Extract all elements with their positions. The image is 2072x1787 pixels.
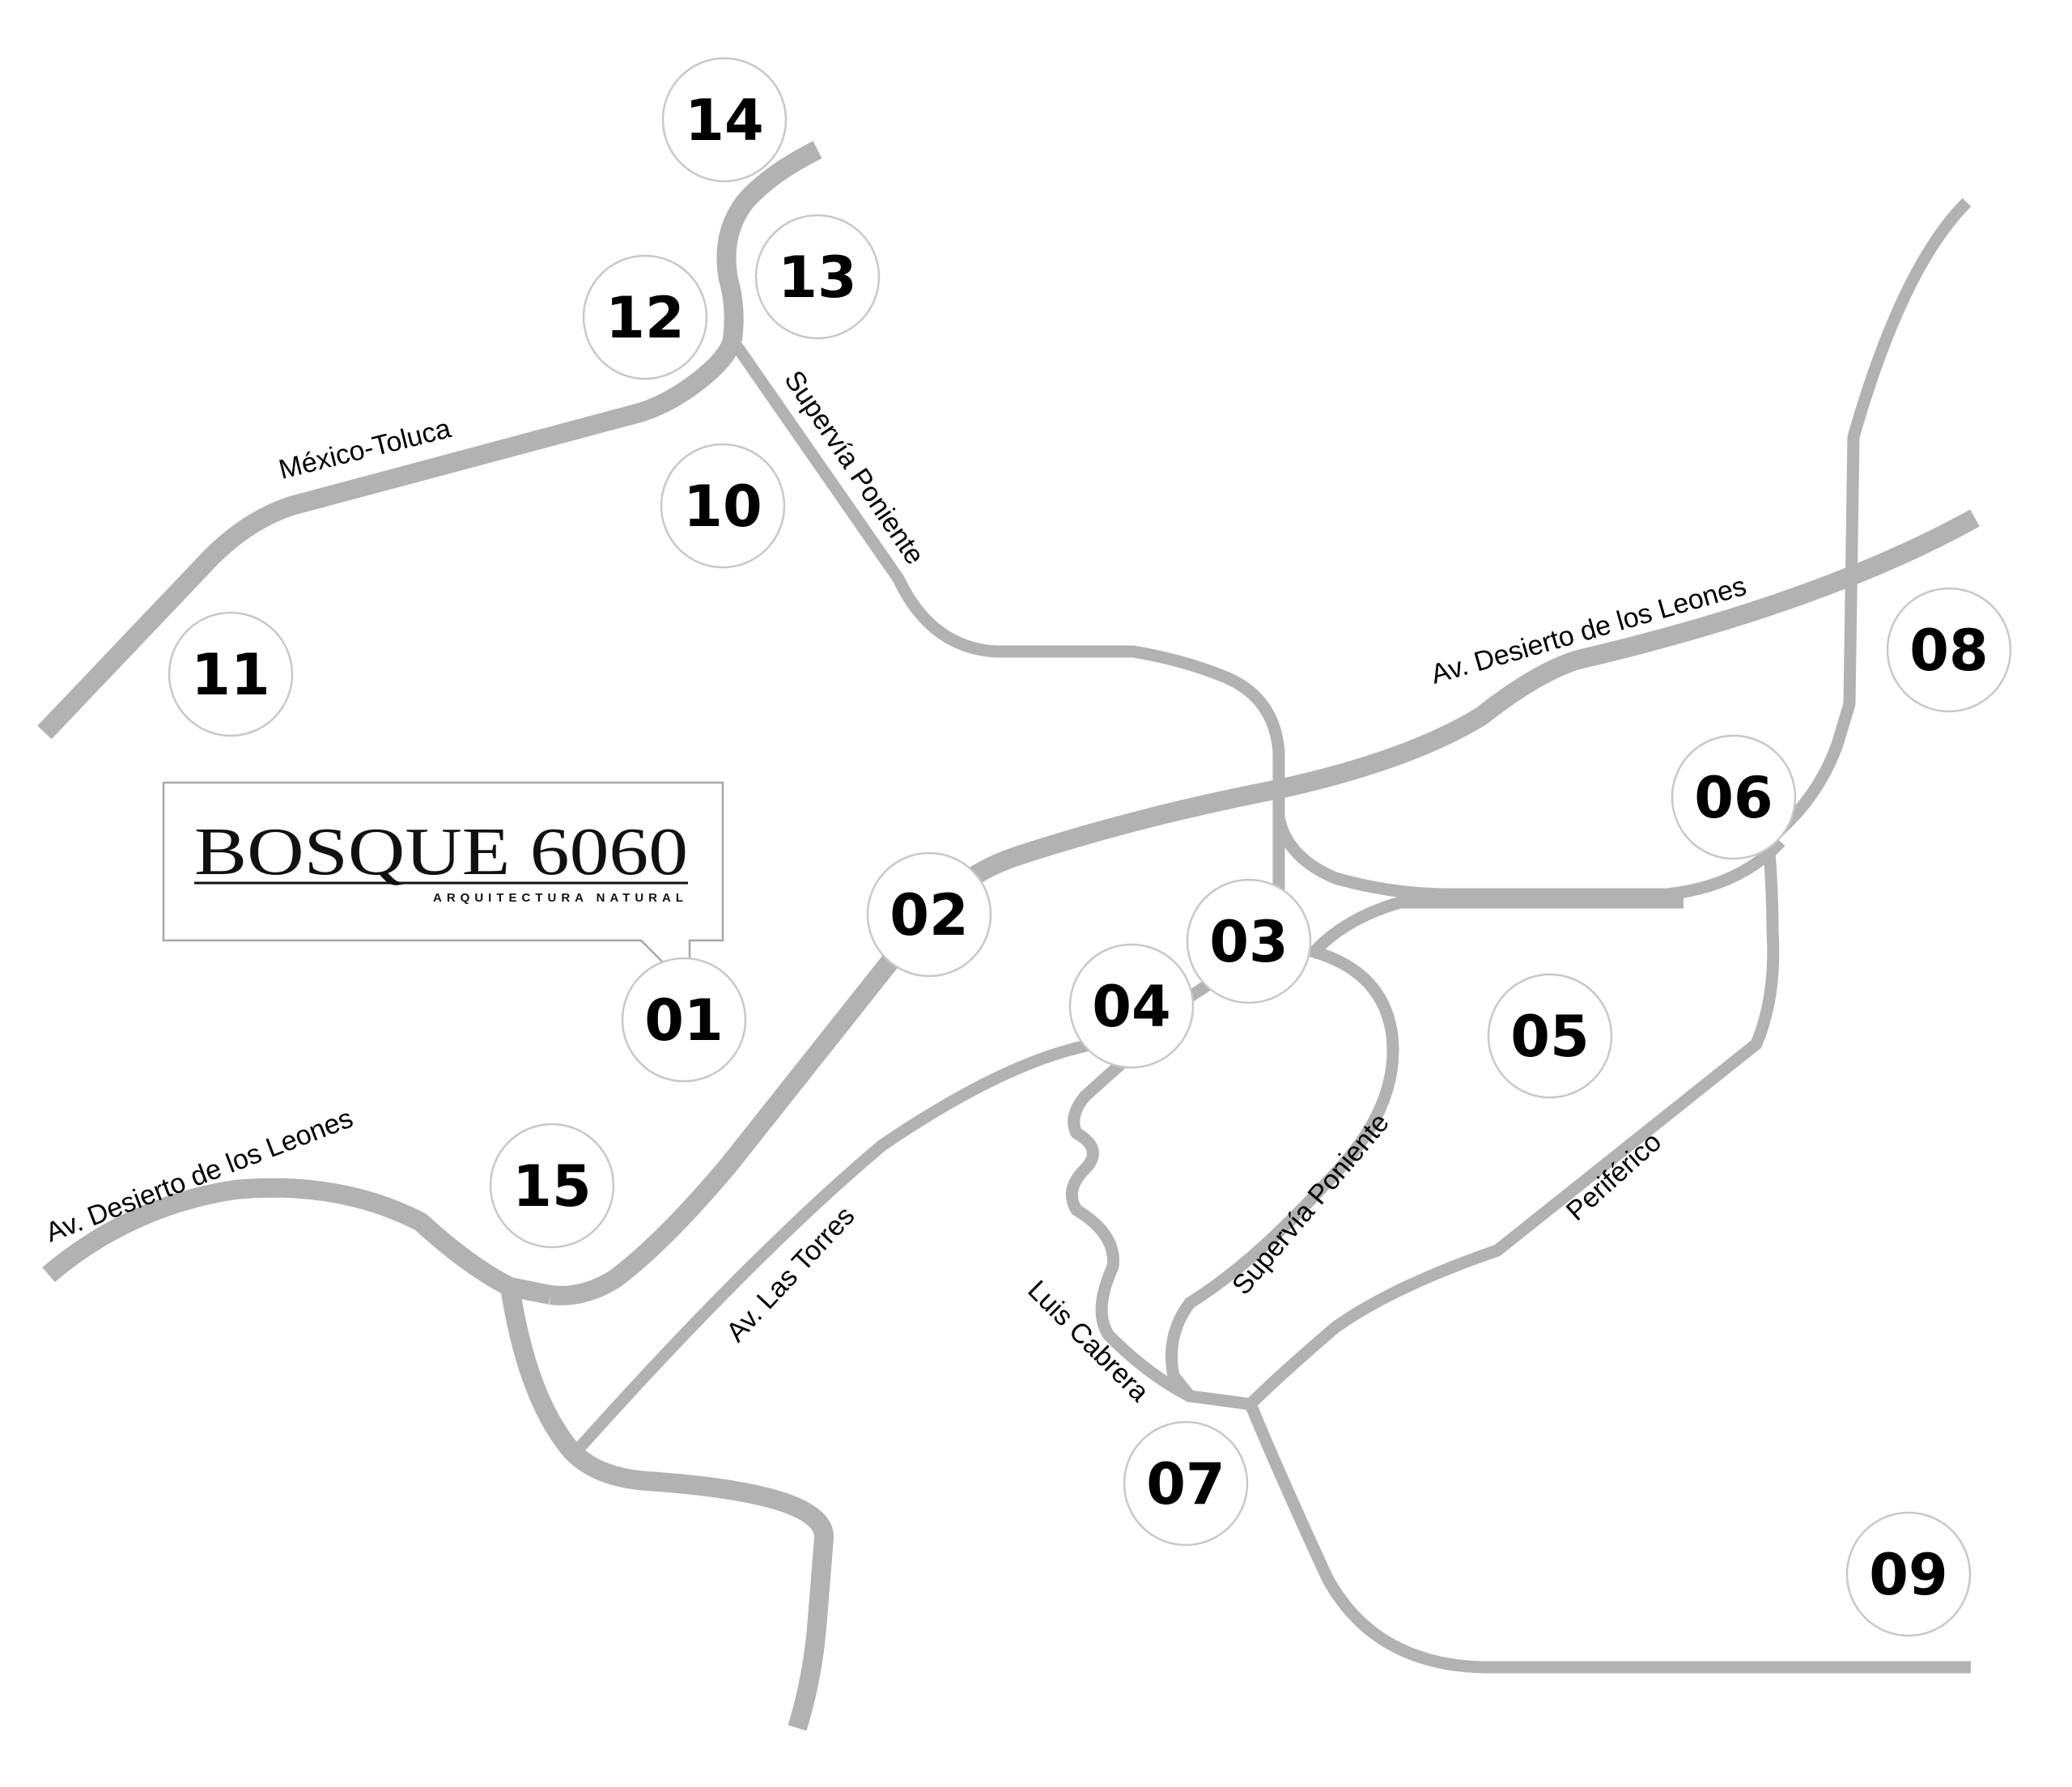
marker-06[interactable]: 06	[1671, 734, 1797, 860]
label-supervia-poniente-south: Supervía Poniente	[1226, 1107, 1395, 1301]
marker-08[interactable]: 08	[1886, 587, 2012, 713]
road-south-west	[500, 1285, 834, 1731]
road-supervia-poniente-north	[727, 336, 1285, 931]
road-03-06-link	[1306, 896, 1684, 960]
svg-text:05: 05	[1510, 1004, 1589, 1070]
svg-text:13: 13	[778, 244, 856, 311]
svg-text:04: 04	[1092, 974, 1170, 1040]
road-desierto-main	[549, 509, 1980, 1305]
svg-text:11: 11	[191, 642, 270, 708]
logo-callout: BOSQUE 6060 ARQUITECTURA NATURAL	[162, 781, 724, 992]
label-periferico: Periférico	[1560, 1127, 1667, 1227]
road-mexico-toluca	[37, 337, 742, 740]
logo-subtitle: ARQUITECTURA NATURAL	[433, 891, 688, 905]
svg-text:15: 15	[512, 1153, 591, 1220]
road-luis-cabrera	[1065, 1055, 1251, 1411]
svg-text:08: 08	[1909, 618, 1988, 684]
marker-11[interactable]: 11	[168, 611, 294, 737]
logo-title: BOSQUE 6060	[194, 814, 688, 889]
marker-12[interactable]: 12	[582, 254, 708, 380]
road-south-east	[1245, 1402, 1971, 1674]
marker-10[interactable]: 10	[660, 443, 786, 569]
label-desierto-west: Av. Desierto de los Leones	[41, 1102, 357, 1248]
marker-03[interactable]: 03	[1186, 878, 1312, 1004]
road-periferico	[1246, 817, 1794, 1409]
markers: 01 02 03 04 05 06 07 08 09 10 11 12 13 1…	[168, 57, 2012, 1637]
label-supervia-poniente-north: Supervía Poniente	[778, 365, 930, 570]
svg-text:01: 01	[644, 987, 723, 1054]
road-periferico-north	[1784, 197, 1972, 826]
marker-01[interactable]: 01	[621, 957, 747, 1083]
roads	[37, 141, 1980, 1731]
road-desierto-west	[42, 1178, 553, 1305]
marker-05[interactable]: 05	[1487, 973, 1613, 1099]
svg-text:02: 02	[890, 882, 968, 949]
svg-text:06: 06	[1694, 765, 1773, 831]
marker-07[interactable]: 07	[1123, 1420, 1249, 1547]
svg-text:03: 03	[1209, 909, 1288, 975]
svg-text:09: 09	[1869, 1542, 1947, 1608]
marker-15[interactable]: 15	[489, 1123, 615, 1249]
marker-09[interactable]: 09	[1845, 1511, 1972, 1637]
marker-04[interactable]: 04	[1068, 943, 1195, 1069]
road-desierto-east-link	[1272, 816, 1785, 901]
svg-text:12: 12	[605, 285, 684, 351]
label-luis-cabrera: Luis Cabrera	[1021, 1275, 1155, 1408]
svg-text:10: 10	[683, 473, 762, 540]
marker-13[interactable]: 13	[754, 214, 881, 340]
road-north-connector	[716, 141, 822, 342]
marker-02[interactable]: 02	[866, 851, 992, 978]
svg-text:14: 14	[685, 87, 763, 154]
road-supervia-poniente-south	[1166, 944, 1399, 1400]
marker-14[interactable]: 14	[661, 57, 788, 183]
road-las-torres	[574, 933, 1283, 1454]
svg-text:07: 07	[1146, 1451, 1225, 1517]
